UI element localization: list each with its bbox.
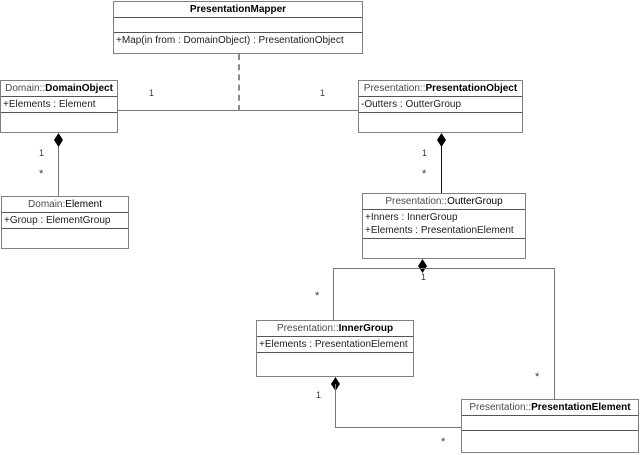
attribute-item: +Group : ElementGroup bbox=[4, 215, 111, 226]
attribute-item: +Elements : PresentationElement bbox=[365, 225, 514, 236]
edge-outtergroup-to-innergroup bbox=[333, 268, 334, 321]
class-box-presentation-outtergroup[interactable]: Presentation::OutterGroup +Inners : Inne… bbox=[362, 193, 526, 259]
multiplicity-outtergroup-owner: 1 bbox=[421, 272, 427, 282]
edge-outtergroup-stem bbox=[422, 266, 423, 269]
class-namespace-text: Presentation:: bbox=[385, 196, 448, 207]
edge-outtergroup-to-presentationelement bbox=[554, 268, 555, 400]
class-name-presentation-innergroup: Presentation::InnerGroup bbox=[257, 321, 413, 337]
class-namespace-text: Domain: bbox=[28, 199, 66, 210]
class-name-domain-domainobject: Domain::DomainObject bbox=[1, 81, 117, 97]
multiplicity-outtergroup-many: * bbox=[422, 168, 427, 180]
multiplicity-outtergroup-element-many: * bbox=[535, 371, 540, 383]
class-name-presentation-mapper: PresentationMapper bbox=[114, 2, 362, 18]
class-title-text: DomainObject bbox=[45, 83, 113, 94]
multiplicity-presentationobject-owner: 1 bbox=[422, 148, 428, 158]
multiplicity-domainobject-owner: 1 bbox=[39, 148, 45, 158]
class-box-presentation-innergroup[interactable]: Presentation::InnerGroup +Elements : Pre… bbox=[256, 320, 414, 377]
attribute-item: +Elements : Element bbox=[3, 99, 96, 110]
class-title-text: PresentationMapper bbox=[189, 4, 287, 15]
multiplicity-presentationobject-assoc: 1 bbox=[320, 88, 326, 98]
class-namespace-text: Domain:: bbox=[5, 83, 46, 94]
class-operations-presentation-innergroup bbox=[257, 353, 413, 368]
multiplicity-innergroup-owner: 1 bbox=[316, 390, 322, 400]
class-attributes-presentation-innergroup: +Elements : PresentationElement bbox=[257, 337, 413, 353]
class-attributes-presentation-presentationelement bbox=[462, 416, 638, 431]
class-namespace-text: Presentation:: bbox=[363, 83, 426, 94]
attribute-item: +Elements : PresentationElement bbox=[259, 339, 408, 350]
class-name-presentation-presentationobject: Presentation::PresentationObject bbox=[359, 81, 522, 97]
multiplicity-domainobject-assoc: 1 bbox=[149, 88, 155, 98]
class-box-presentation-presentationobject[interactable]: Presentation::PresentationObject -Outter… bbox=[358, 80, 523, 133]
class-title-text: PresentationElement bbox=[531, 402, 631, 413]
class-title-text: Element bbox=[65, 199, 102, 210]
multiplicity-element-many: * bbox=[39, 168, 44, 180]
edge-mapper-dependency bbox=[238, 54, 240, 111]
multiplicity-innergroup-element-many: * bbox=[441, 436, 446, 448]
edge-outtergroup-branch-bar bbox=[333, 268, 555, 269]
class-operations-presentation-mapper: +Map(in from : DomainObject) : Presentat… bbox=[114, 33, 362, 48]
composition-diamond-presentationobject bbox=[437, 133, 446, 147]
class-box-presentation-presentationelement[interactable]: Presentation::PresentationElement bbox=[461, 399, 639, 453]
class-attributes-domain-domainobject: +Elements : Element bbox=[1, 97, 117, 113]
class-attributes-presentation-mapper bbox=[114, 18, 362, 33]
class-name-presentation-presentationelement: Presentation::PresentationElement bbox=[462, 400, 638, 416]
class-name-presentation-outtergroup: Presentation::OutterGroup bbox=[363, 194, 525, 210]
class-operations-presentation-presentationobject bbox=[359, 113, 522, 128]
composition-diamond-domainobject bbox=[54, 133, 63, 147]
edge-presentationobject-outtergroup bbox=[441, 140, 442, 193]
class-box-presentation-mapper[interactable]: PresentationMapper +Map(in from : Domain… bbox=[113, 1, 363, 54]
class-attributes-domain-element: +Group : ElementGroup bbox=[2, 213, 128, 229]
class-title-text: PresentationObject bbox=[425, 83, 518, 94]
class-operations-domain-domainobject bbox=[1, 113, 117, 128]
class-namespace-text: Presentation:: bbox=[469, 402, 532, 413]
class-operations-presentation-presentationelement bbox=[462, 431, 638, 446]
class-operations-domain-element bbox=[2, 229, 128, 244]
class-operations-presentation-outtergroup bbox=[363, 239, 525, 254]
class-box-domain-element[interactable]: Domain:Element +Group : ElementGroup bbox=[1, 196, 129, 249]
class-title-text: OutterGroup bbox=[447, 196, 503, 207]
multiplicity-innergroup-many: * bbox=[315, 290, 320, 302]
edge-innergroup-down bbox=[335, 384, 336, 428]
class-attributes-presentation-outtergroup: +Inners : InnerGroup +Elements : Present… bbox=[363, 210, 525, 239]
attribute-item: -Outters : OutterGroup bbox=[361, 99, 462, 110]
class-namespace-text: Presentation:: bbox=[276, 323, 339, 334]
edge-domainobject-element bbox=[58, 140, 59, 196]
operation-item: +Map(in from : DomainObject) : Presentat… bbox=[116, 35, 344, 46]
class-box-domain-domainobject[interactable]: Domain::DomainObject +Elements : Element bbox=[0, 80, 118, 133]
attribute-item: +Inners : InnerGroup bbox=[365, 212, 458, 223]
class-title-text: InnerGroup bbox=[338, 323, 394, 334]
edge-innergroup-to-presentationelement bbox=[335, 427, 462, 428]
class-name-domain-element: Domain:Element bbox=[2, 197, 128, 213]
class-attributes-presentation-presentationobject: -Outters : OutterGroup bbox=[359, 97, 522, 113]
